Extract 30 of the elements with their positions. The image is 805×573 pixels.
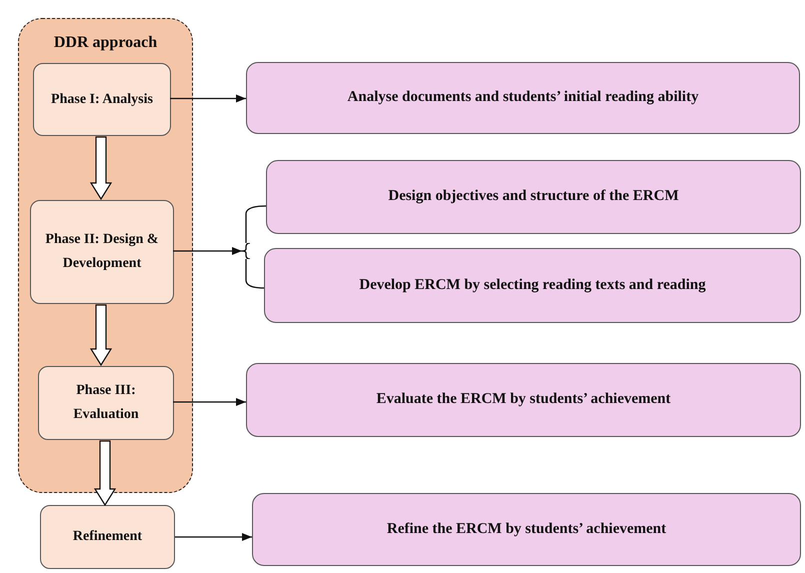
process-box xyxy=(246,363,801,437)
arrow xyxy=(173,247,242,255)
phase-box xyxy=(30,200,174,304)
brace-branch xyxy=(245,205,266,243)
block-arrow xyxy=(94,440,116,506)
box-label: Analyse documents and students’ initial reading ability xyxy=(347,88,699,108)
process-box xyxy=(266,160,801,234)
process-box xyxy=(246,62,800,134)
phase-box xyxy=(33,63,171,136)
box-label: Refine the ERCM by students’ achievement xyxy=(386,520,666,539)
box-label: Develop ERCM by selecting reading texts and reading xyxy=(359,276,706,295)
box-label: Phase II: Design & Development xyxy=(44,231,160,273)
group-panel xyxy=(18,18,193,493)
box-label: Design objectives and structure of the ERCM xyxy=(388,187,679,206)
brace-branch xyxy=(245,259,264,289)
process-box xyxy=(252,493,801,566)
box-label: Phase I: Analysis xyxy=(51,90,153,109)
box-label: Phase III: Evaluation xyxy=(72,382,140,424)
group-heading: DDR approach xyxy=(52,33,158,53)
process-box xyxy=(264,248,801,323)
phase-box xyxy=(38,366,174,440)
brace-tip xyxy=(242,243,250,259)
arrow xyxy=(170,94,246,102)
arrow xyxy=(175,533,252,541)
box-label: Evaluate the ERCM by students’ achievement xyxy=(376,390,671,410)
arrow xyxy=(173,398,246,406)
block-arrow xyxy=(90,304,112,366)
phase-box xyxy=(40,505,175,569)
box-label: Refinement xyxy=(72,528,142,546)
block-arrow xyxy=(90,136,112,200)
